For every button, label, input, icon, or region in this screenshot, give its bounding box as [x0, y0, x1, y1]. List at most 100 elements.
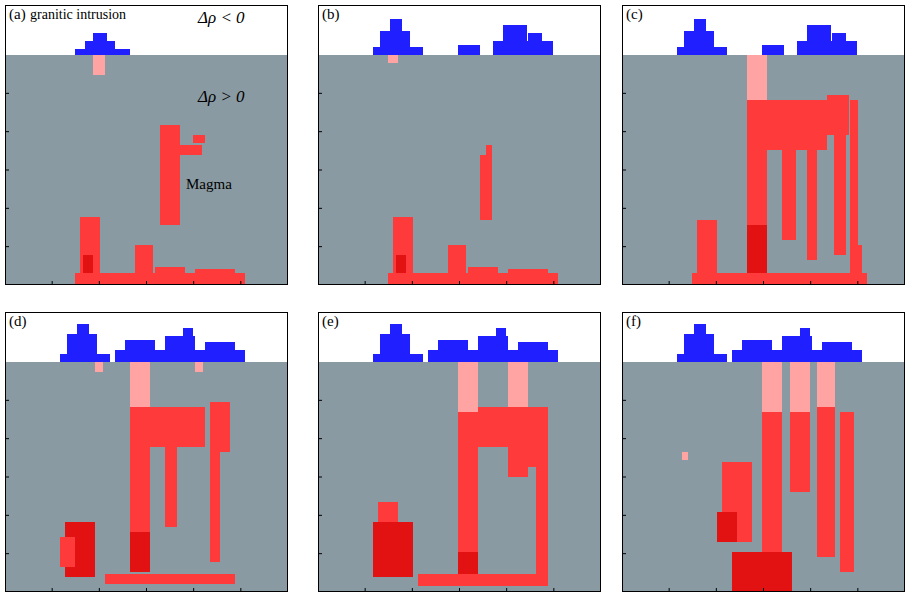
magma-cell	[508, 407, 528, 477]
magma-cell	[458, 552, 478, 577]
axis-tick	[622, 208, 626, 209]
panel-frame	[6, 6, 288, 285]
axis-tick	[193, 588, 194, 592]
magma-cell	[762, 100, 827, 150]
granite-cell	[528, 33, 542, 43]
panel-frame	[6, 313, 288, 592]
magma-cell	[827, 95, 849, 135]
granite-cell	[694, 324, 706, 336]
magma-cell	[508, 362, 528, 407]
air-ground	[5, 5, 288, 285]
axis-tick	[622, 553, 626, 554]
axis-tick	[810, 281, 811, 285]
axis-tick	[506, 588, 507, 592]
magma-cell	[854, 245, 862, 275]
simulation-panel	[318, 312, 601, 592]
air-ground	[318, 312, 601, 592]
granite-cell	[77, 324, 89, 336]
axis-tick	[5, 515, 9, 516]
granite-cell	[390, 324, 402, 336]
magma-cell	[193, 135, 205, 143]
panel-letter: (d)	[9, 313, 27, 330]
axis-tick	[857, 281, 858, 285]
axis-tick	[5, 400, 9, 401]
magma-cell	[840, 412, 854, 572]
granite-cell	[742, 340, 772, 352]
axis-tick	[52, 588, 53, 592]
magma-cell	[807, 150, 817, 260]
axis-tick	[622, 400, 626, 401]
magma-cell	[195, 269, 235, 275]
simulation-panel	[5, 312, 288, 592]
magma-cell	[717, 512, 737, 542]
density-label: Δρ > 0	[198, 88, 245, 107]
region-label: Magma	[186, 176, 232, 193]
panel-letter: (f)	[626, 313, 641, 330]
simulation-panel	[622, 312, 905, 592]
axis-tick	[5, 93, 9, 94]
magma-cell	[782, 150, 796, 240]
axis-tick	[52, 281, 53, 285]
granite-cell	[165, 336, 195, 352]
panel-frame	[319, 6, 601, 285]
magma-cell	[480, 155, 492, 220]
granite-cell	[67, 334, 97, 356]
axis-tick	[146, 588, 147, 592]
air-ground	[318, 5, 601, 285]
magma-cell	[528, 407, 548, 467]
magma-cell	[195, 362, 203, 372]
axis-tick	[553, 588, 554, 592]
axis-tick	[365, 588, 366, 592]
magma-cell	[60, 537, 75, 567]
panel-frame	[623, 313, 905, 592]
panel-frame	[623, 6, 905, 285]
axis-tick	[459, 281, 460, 285]
axis-tick	[318, 170, 322, 171]
magma-cell	[762, 362, 782, 412]
axis-tick	[318, 131, 322, 132]
granite-cell	[390, 19, 402, 33]
magma-cell	[692, 273, 867, 285]
axis-tick	[318, 438, 322, 439]
axis-tick	[506, 281, 507, 285]
axis-tick	[193, 281, 194, 285]
granite-cell	[93, 33, 107, 43]
density-label: Δρ < 0	[198, 9, 245, 28]
axis-tick	[318, 477, 322, 478]
magma-cell	[478, 407, 508, 447]
axis-tick	[318, 400, 322, 401]
magma-cell	[790, 412, 810, 492]
magma-cell	[130, 362, 150, 407]
magma-cell	[373, 522, 413, 577]
air-ground	[5, 312, 288, 592]
magma-cell	[130, 532, 150, 572]
granite-cell	[380, 31, 410, 49]
axis-tick	[669, 281, 670, 285]
granite-cell	[458, 45, 480, 55]
magma-cell	[418, 574, 548, 586]
axis-tick	[810, 588, 811, 592]
panel-frame	[319, 313, 601, 592]
simulation-panel	[5, 5, 288, 285]
axis-tick	[5, 131, 9, 132]
granite-cell	[518, 342, 548, 352]
crust-ground	[5, 55, 288, 285]
panel-letter: (a)	[9, 6, 26, 23]
axis-tick	[5, 553, 9, 554]
granite-cell	[800, 328, 810, 338]
granite-cell	[125, 340, 155, 352]
axis-tick	[763, 588, 764, 592]
crust-ground	[318, 362, 601, 592]
granite-cell	[684, 334, 714, 356]
axis-tick	[412, 588, 413, 592]
magma-cell	[762, 412, 782, 552]
magma-cell	[155, 267, 185, 275]
granite-cell	[380, 334, 410, 356]
magma-cell	[210, 402, 230, 452]
axis-tick	[622, 438, 626, 439]
axis-tick	[5, 170, 9, 171]
axis-tick	[622, 170, 626, 171]
magma-cell	[145, 407, 205, 447]
axis-tick	[240, 588, 241, 592]
